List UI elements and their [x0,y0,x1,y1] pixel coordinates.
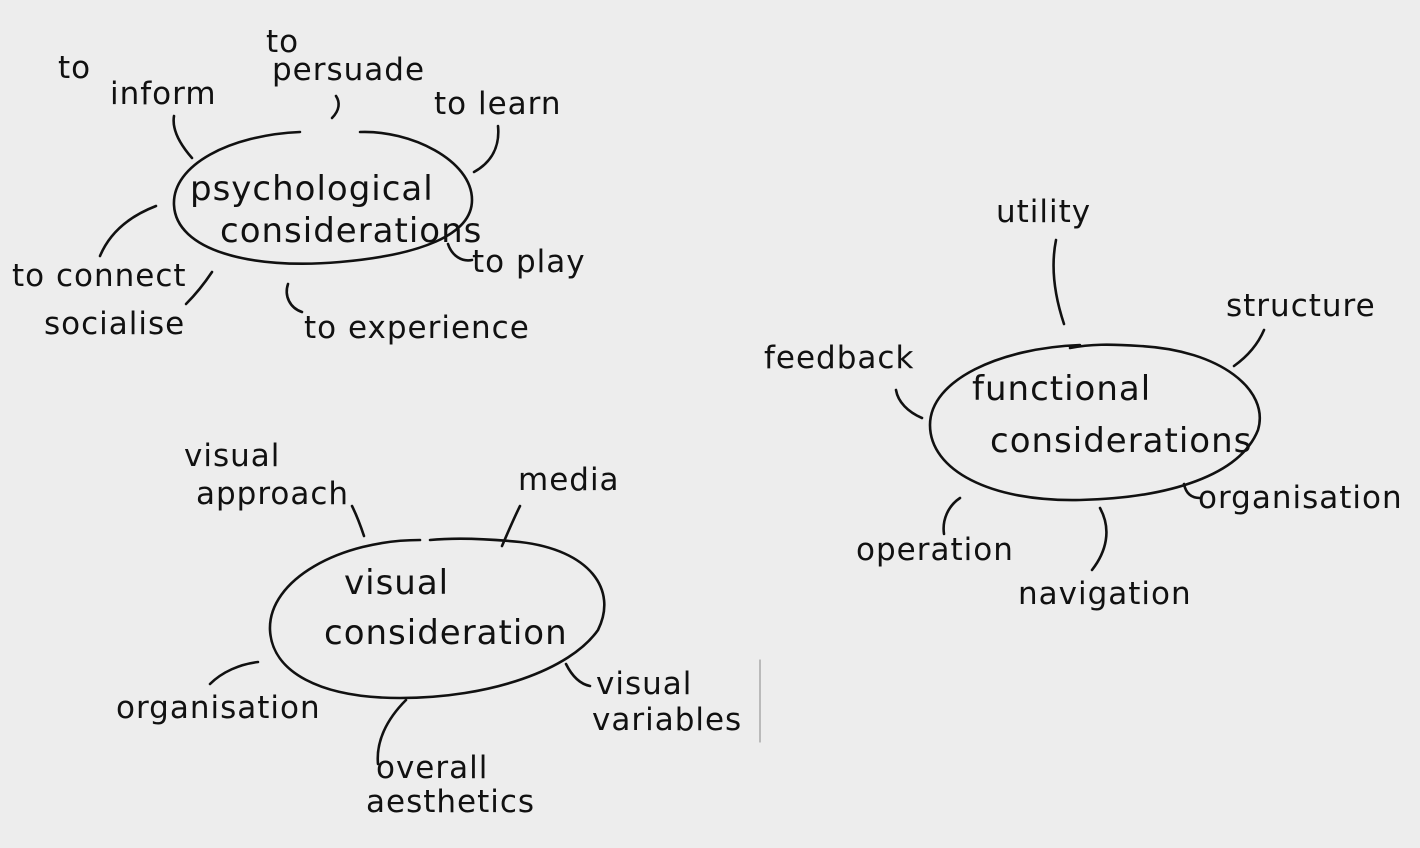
label-visual-organisation: organisation [116,690,321,726]
functional-hub-oval [928,343,1261,502]
psychological-hub-line2: considerations [220,211,482,251]
label-media: media [518,462,620,498]
connector-experience [285,282,304,314]
label-feedback: feedback [764,340,914,376]
connector-overall-aesthetics [376,698,408,766]
label-navigation: navigation [1018,576,1192,612]
label-persuade-line1: to [266,24,299,60]
label-to: to [58,50,91,86]
connector-visual-approach [350,504,366,538]
label-structure: structure [1226,288,1376,324]
connector-persuade [330,94,340,120]
connector-utility [1052,238,1066,326]
label-utility: utility [996,194,1091,230]
psychological-map: psychological considerations to inform t… [12,24,586,346]
connector-feedback [894,388,924,420]
connector-socialise [184,270,214,306]
label-functional-organisation: organisation [1198,480,1403,516]
label-persuade-line2: persuade [272,52,425,88]
label-visual-variables-line2: variables [592,702,742,738]
connector-connect [98,204,158,258]
connector-organisation [1182,482,1202,500]
label-operation: operation [856,532,1014,568]
functional-map: functional considerations utility struct… [764,194,1403,612]
label-play: to play [472,244,586,280]
connector-play [446,242,474,262]
label-overall-aesthetics-line2: aesthetics [366,784,535,820]
visual-hub-oval [268,537,606,700]
functional-hub-line1: functional [972,369,1151,409]
connector-media [500,504,522,548]
label-visual-approach-line1: visual [184,438,280,474]
label-socialise: socialise [44,306,185,342]
label-learn: to learn [434,86,562,122]
label-overall-aesthetics-line1: overall [376,750,488,786]
label-connect: to connect [12,258,187,294]
connector-learn [472,124,500,174]
connector-visual-organisation [208,660,260,686]
connector-structure [1232,328,1266,368]
label-experience: to experience [304,310,530,346]
functional-hub-line2: considerations [990,421,1252,461]
label-visual-approach-line2: approach [196,476,349,512]
label-inform: inform [110,76,217,112]
visual-hub-line2: consideration [324,613,568,653]
psychological-hub-oval [172,130,474,266]
connector-visual-variables [564,662,592,688]
visual-hub-line1: visual [344,563,449,603]
visual-map: visual consideration visual approach med… [116,438,761,820]
psychological-hub-line1: psychological [190,169,434,209]
connector-inform [172,114,194,160]
connector-operation [942,496,962,536]
connector-navigation [1090,506,1108,572]
label-visual-variables-line1: visual [596,666,692,702]
